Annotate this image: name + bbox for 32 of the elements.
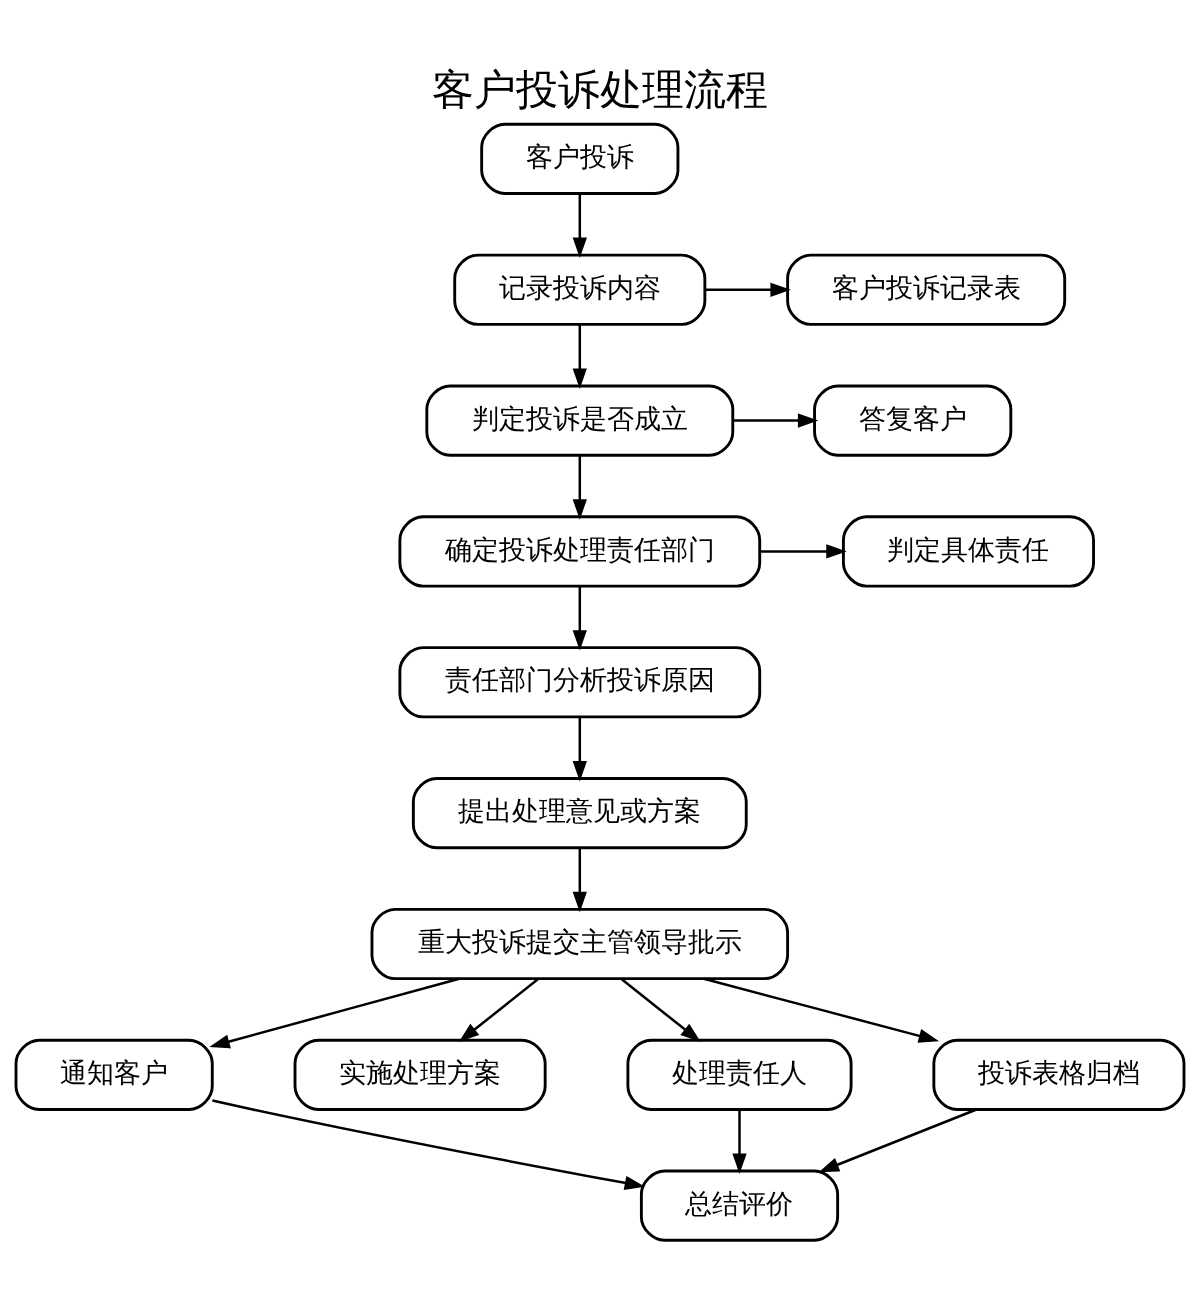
node-box: 总结评价 [639,1169,840,1242]
node-box: 判定投诉是否成立 [425,384,735,457]
arrow [703,977,940,1043]
arrow [732,1110,747,1174]
arrow [572,848,587,913]
arrow [572,194,587,259]
arrow [759,544,847,559]
arrow [209,977,460,1049]
node-box: 处理责任人 [626,1038,853,1111]
node-box: 客户投诉记录表 [786,253,1067,326]
arrow [572,586,587,651]
node-box: 投诉表格归档 [932,1038,1186,1111]
arrow [572,325,587,389]
node-box: 判定具体责任 [841,515,1095,588]
node-box: 记录投诉内容 [453,253,707,326]
node-box: 通知客户 [14,1038,214,1111]
node-box: 答复客户 [813,384,1013,457]
node-box: 责任部门分析投诉原因 [398,646,762,719]
arrow [572,455,587,520]
arrow [704,282,791,297]
arrow [818,1108,977,1173]
arrow [572,717,587,782]
node-box: 重大投诉提交主管领导批示 [370,907,790,981]
arrow [733,413,819,428]
arrow [621,978,701,1043]
arrow [458,978,539,1043]
node-box: 提出处理意见或方案 [411,777,748,850]
node-box: 客户投诉 [480,122,680,195]
diagram-title: 客户投诉处理流程 [432,65,768,115]
node-box: 确定投诉处理责任部门 [398,515,762,588]
node-box: 实施处理方案 [293,1038,547,1111]
arrow [212,1099,646,1190]
